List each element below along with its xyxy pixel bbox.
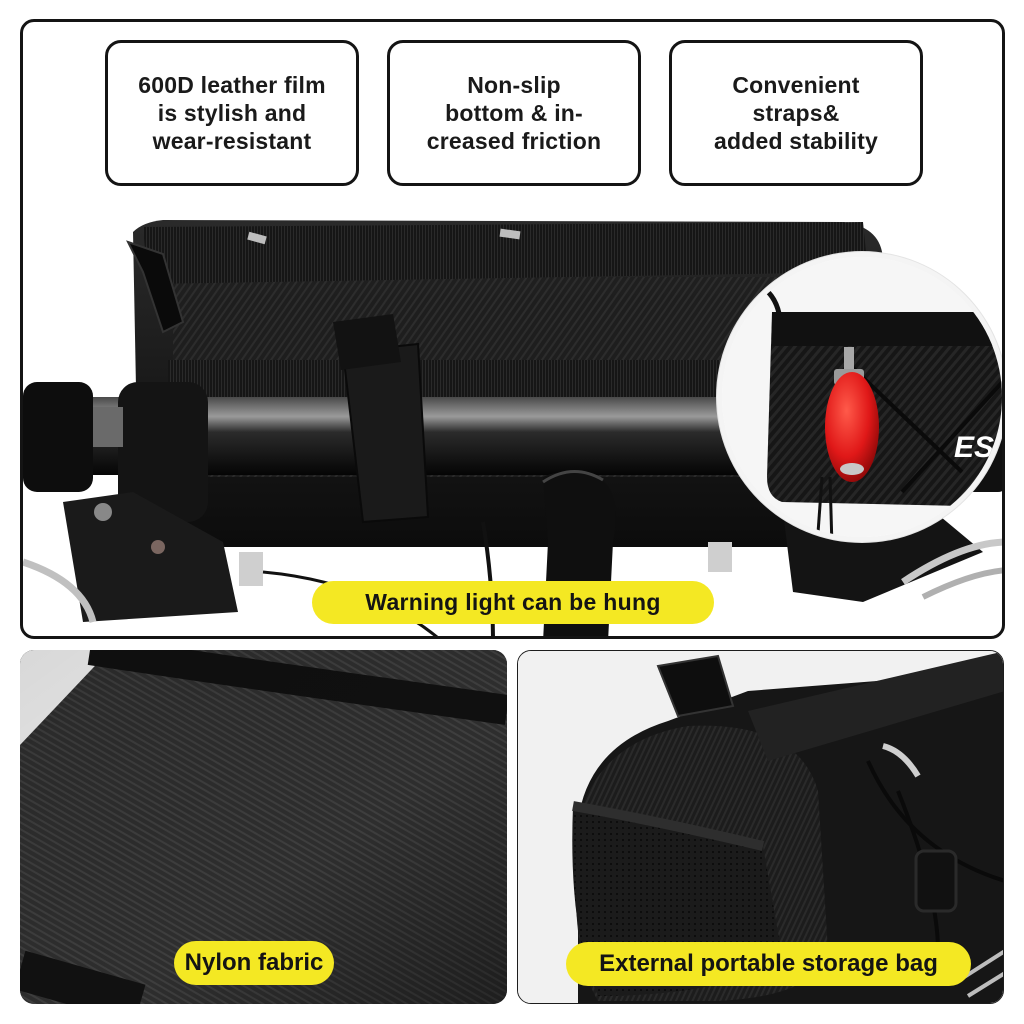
feature-text-leather-film: 600D leather film is stylish and wear-re…	[138, 72, 326, 154]
caption-external-storage-bag: External portable storage bag	[566, 942, 971, 986]
warning-light-callout: ES	[717, 252, 1002, 542]
feature-text-non-slip-bottom: Non-slip bottom & in- creased friction	[426, 72, 602, 154]
feature-box-non-slip-bottom: Non-slip bottom & in- creased friction	[387, 40, 641, 186]
feature-text-convenient-straps: Convenient straps& added stability	[713, 72, 879, 154]
feature-box-convenient-straps: Convenient straps& added stability	[669, 40, 923, 186]
handlebar-bag-photo	[23, 220, 1002, 636]
feature-box-leather-film: 600D leather film is stylish and wear-re…	[105, 40, 359, 186]
caption-warning-light: Warning light can be hung	[312, 581, 714, 624]
storage-bag-panel: External portable storage bag	[517, 650, 1004, 1004]
nylon-fabric-panel: Nylon fabric	[20, 650, 507, 1004]
warning-light-closeup-photo: ES	[722, 257, 1002, 537]
brand-logo-text: ES	[954, 431, 994, 464]
warning-light-feature-panel: 600D leather film is stylish and wear-re…	[20, 19, 1005, 639]
caption-nylon-fabric: Nylon fabric	[174, 941, 334, 985]
